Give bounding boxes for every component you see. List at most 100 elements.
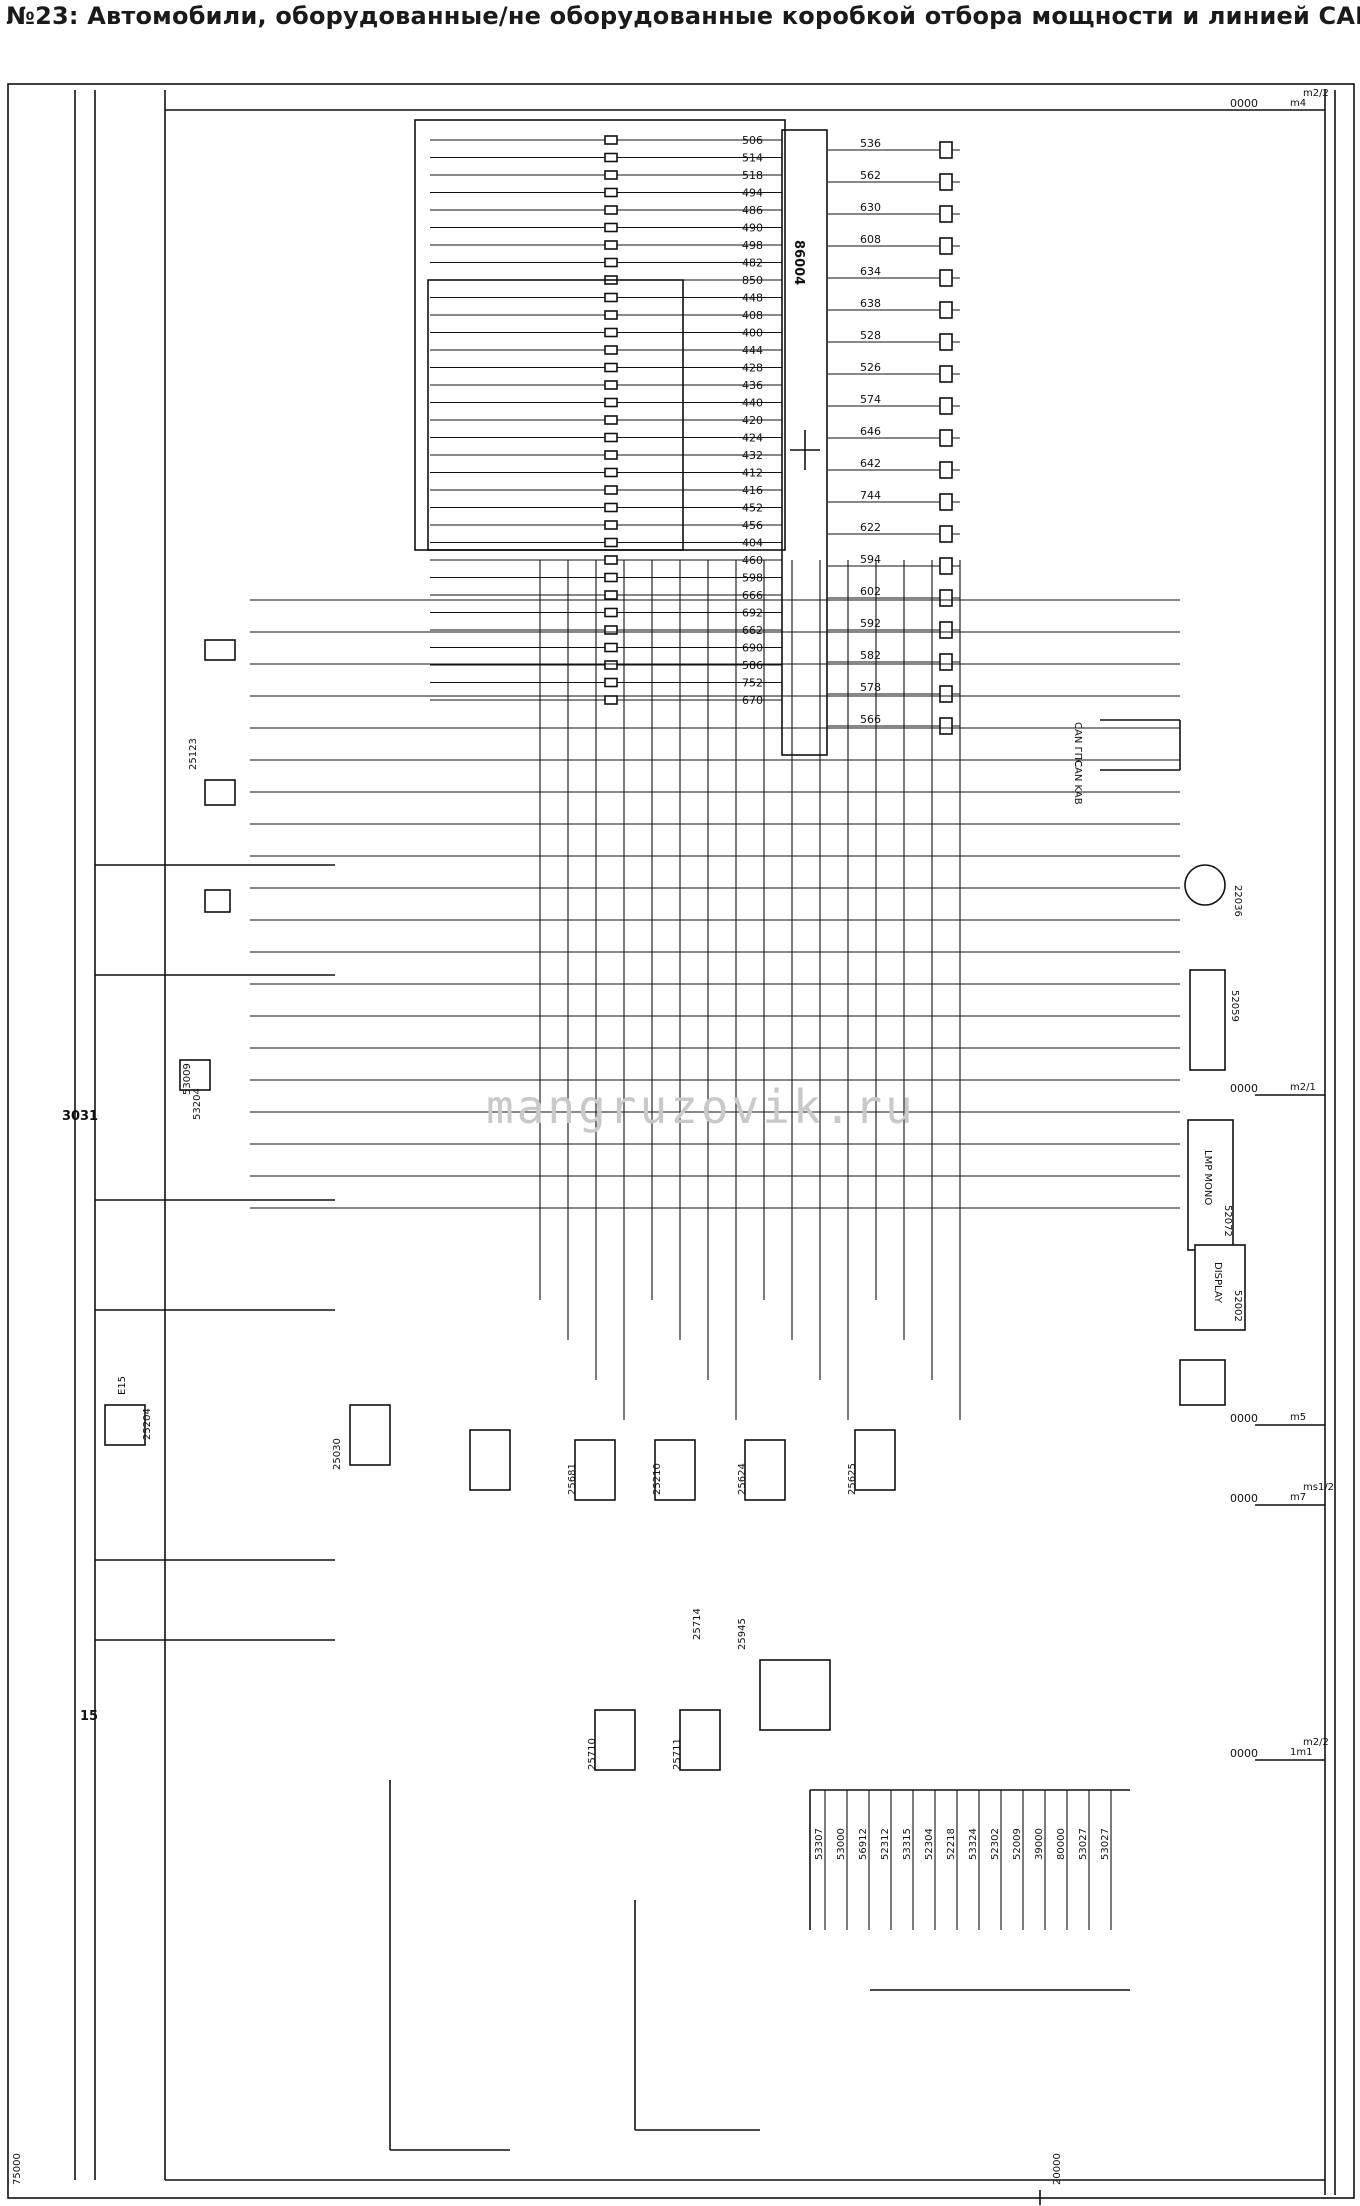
ecu-wire-label: 744 (860, 489, 881, 502)
ecu-wire-label: 662 (742, 624, 763, 637)
ecu-wire-label: 416 (742, 484, 763, 497)
can-bottom-label: CAN KAB (1072, 760, 1083, 805)
ecu-wire-label: 486 (742, 204, 763, 217)
ecu-wire-label: 578 (860, 681, 881, 694)
relay-code: 25030 (332, 1438, 343, 1470)
rail-label: m5 (1290, 1412, 1306, 1423)
rail-wire-label: 0000 (1230, 1747, 1258, 1760)
ecu-wire-label: 482 (742, 257, 763, 270)
ecu-wire-label: 400 (742, 327, 763, 340)
main-ecu: 86004 (781, 129, 828, 756)
lamp-mono-code: 52072 (1222, 1205, 1233, 1237)
relay-code: 25710 (587, 1738, 598, 1770)
ecu-wire-label: 642 (860, 457, 881, 470)
rail-label: ms1/2 (1303, 1482, 1334, 1493)
ecu-wire-label: 602 (860, 585, 881, 598)
lamp-code: 52312 (880, 1828, 891, 1860)
ecu-wire-label: 526 (860, 361, 881, 374)
left-relay-region: 25123 25204 E15 53009 53204 (95, 639, 335, 1641)
ecu-wire-label: 456 (742, 519, 763, 532)
lamp-code: 53324 (968, 1828, 979, 1860)
ecu-wire-label: 506 (742, 134, 763, 147)
ecu-wire-label: 592 (860, 617, 881, 630)
rail-wire-label: 0000 (1230, 1492, 1258, 1505)
lamp-code: 53307 (814, 1828, 825, 1860)
ecu-wire-label: 630 (860, 201, 881, 214)
ecu-wire-label: 452 (742, 502, 763, 515)
diagram-title: №23: Автомобили, оборудованные/не оборуд… (6, 2, 1360, 30)
display-code: 52002 (1232, 1290, 1243, 1322)
relay-code: 25945 (737, 1618, 748, 1650)
ecu-wire-label: 420 (742, 414, 763, 427)
ecu-wire-label: 638 (860, 297, 881, 310)
ecu-wire-label: 594 (860, 553, 881, 566)
ecu-wire-label: 408 (742, 309, 763, 322)
ecu-wire-label: 666 (742, 589, 763, 602)
ecu-wire-label: 850 (742, 274, 763, 287)
ecu-wire-label: 412 (742, 467, 763, 480)
ground-main: 75000 (12, 2153, 23, 2185)
ecu-wire-label: 752 (742, 677, 763, 690)
component-code: 53204 (192, 1088, 203, 1120)
central-relays: 25030 25681 25210 25624 25625 25710 2571… (332, 1404, 896, 1771)
bus-label-15: 15 (80, 1709, 98, 1724)
lamp-code: 53027 (1100, 1828, 1111, 1860)
relay-right (1179, 1359, 1226, 1406)
relay-code: 25711 (672, 1738, 683, 1770)
ecu-wire-label: 518 (742, 169, 763, 182)
right-rail: m4 m2/2 m5 m2/1 m7 ms1/2 1m1 m2/2 (1255, 88, 1336, 2195)
connector-frame (414, 119, 786, 551)
left-bus: 30 31 15 (62, 90, 166, 2180)
ecu-wire-label: 646 (860, 425, 881, 438)
ecu-wire-label: 404 (742, 537, 763, 550)
display-module (1194, 1244, 1246, 1331)
rail-wire-label: 0000 (1230, 1082, 1258, 1095)
lamp-code: 53000 (836, 1828, 847, 1860)
lamp-mono-label: LMP MONO (1202, 1150, 1213, 1205)
rail-label: m2/2 (1303, 88, 1329, 99)
ecu-wire-label: 432 (742, 449, 763, 462)
ecu-wire-label: 428 (742, 362, 763, 375)
rail-label: m4 (1290, 98, 1306, 109)
lamp-code: 80000 (1056, 1828, 1067, 1860)
switch-code: 52059 (1229, 990, 1240, 1022)
bus-label-30: 30 (62, 1109, 80, 1124)
relay-code: 25625 (847, 1463, 858, 1495)
ecu-wire-label: 634 (860, 265, 881, 278)
ecu-left-wires: 5065145184944864904984828504484084004444… (430, 134, 782, 707)
lamp-mono-module (1187, 1119, 1234, 1251)
ecu-wire-label: 536 (860, 137, 881, 150)
switch-module (1189, 969, 1226, 1071)
lamp-code: 39000 (1034, 1828, 1045, 1860)
ecu-wire-label: 562 (860, 169, 881, 182)
ecu-wire-label: 574 (860, 393, 881, 406)
ecu-wire-label: 692 (742, 607, 763, 620)
lamp-code: 56912 (858, 1828, 869, 1860)
ecu-wire-label: 444 (742, 344, 763, 357)
ecu-label: 86004 (791, 240, 806, 285)
ecu-wire-label: 490 (742, 222, 763, 235)
rail-label: 1m1 (1290, 1747, 1312, 1758)
ecu-wire-label: 424 (742, 432, 763, 445)
rail-label: m2/2 (1303, 1737, 1329, 1748)
ecu-wire-label: 670 (742, 694, 763, 707)
lamp-code: 53027 (1078, 1828, 1089, 1860)
relay-code: 25714 (692, 1608, 703, 1640)
relay-code: 25624 (737, 1463, 748, 1495)
ecu-wire-label: 608 (860, 233, 881, 246)
ecu-wire-label: 528 (860, 329, 881, 342)
ecu-wire-label: 582 (860, 649, 881, 662)
ecu-wire-label: 566 (860, 713, 881, 726)
rail-wire-label: 0000 (1230, 1412, 1258, 1425)
ecu-wire-label: 494 (742, 187, 763, 200)
ecu-wire-label: 448 (742, 292, 763, 305)
ecu-wire-label: 514 (742, 152, 763, 165)
bus-label-31: 31 (80, 1109, 98, 1124)
relay-code: 25681 (567, 1463, 578, 1495)
ecu-wire-label: 460 (742, 554, 763, 567)
diagram-frame (7, 83, 1355, 2199)
ecu-wire-label: 436 (742, 379, 763, 392)
ecu-wire-label: 598 (742, 572, 763, 585)
lamp-code: 53315 (902, 1828, 913, 1860)
